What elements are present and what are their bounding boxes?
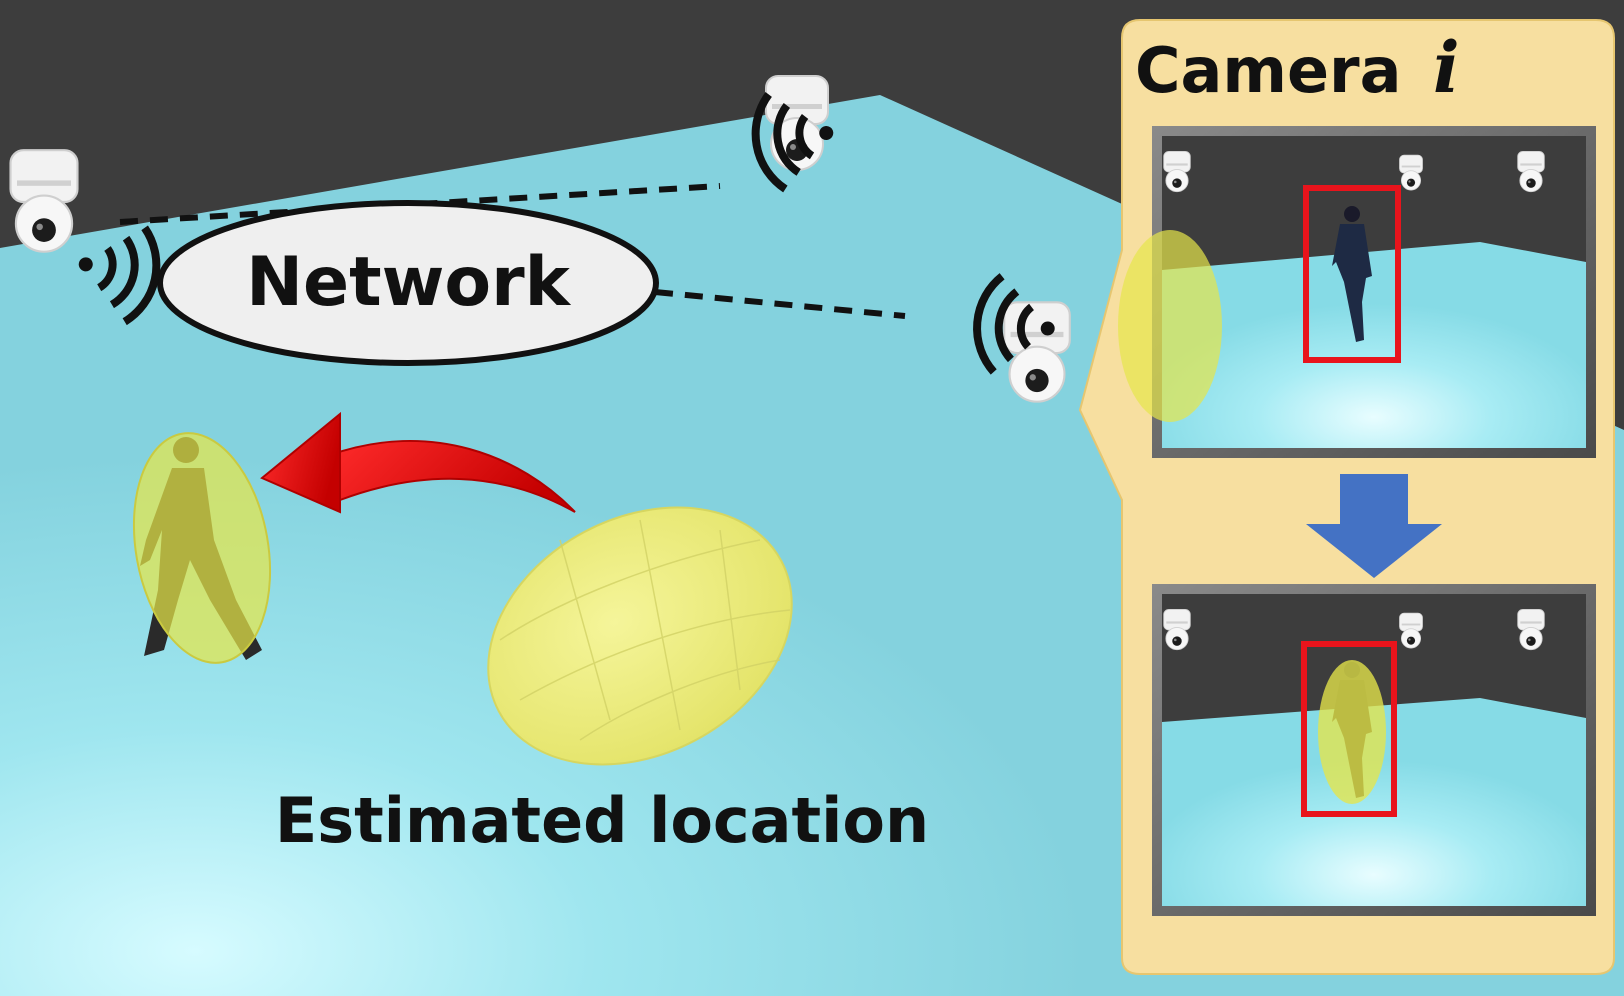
camera-right <box>1003 301 1071 403</box>
ptz-camera-icon <box>1163 150 1191 193</box>
estimated-location-label: Estimated location <box>275 784 929 857</box>
blue-down-arrow <box>1306 474 1442 578</box>
detection-box <box>1301 641 1397 817</box>
person-ellipsoid <box>1318 660 1386 804</box>
network-label: Network <box>246 243 572 322</box>
ptz-camera-icon <box>1163 608 1191 651</box>
person-ellipsoid <box>132 432 272 664</box>
camera-view-callout: Camera i <box>1078 19 1615 975</box>
camera-view-before <box>1118 126 1596 458</box>
network-node: Network <box>157 200 659 366</box>
camera-view-after <box>1152 584 1596 916</box>
red-curved-arrow <box>260 411 576 514</box>
camera-title: Camera i <box>1135 26 1460 109</box>
ptz-camera-icon <box>1399 154 1423 191</box>
estimated-location-ellipsoid <box>487 506 793 766</box>
ptz-camera-icon <box>1003 301 1071 403</box>
detection-box <box>1303 185 1401 363</box>
ptz-camera-icon <box>1399 612 1423 649</box>
person-icon <box>1332 206 1372 342</box>
ptz-camera-icon <box>1517 608 1545 651</box>
ptz-camera-icon <box>9 149 79 253</box>
tracked-person <box>132 432 272 664</box>
camera-top-left <box>9 149 79 253</box>
ptz-camera-icon <box>1517 150 1545 193</box>
